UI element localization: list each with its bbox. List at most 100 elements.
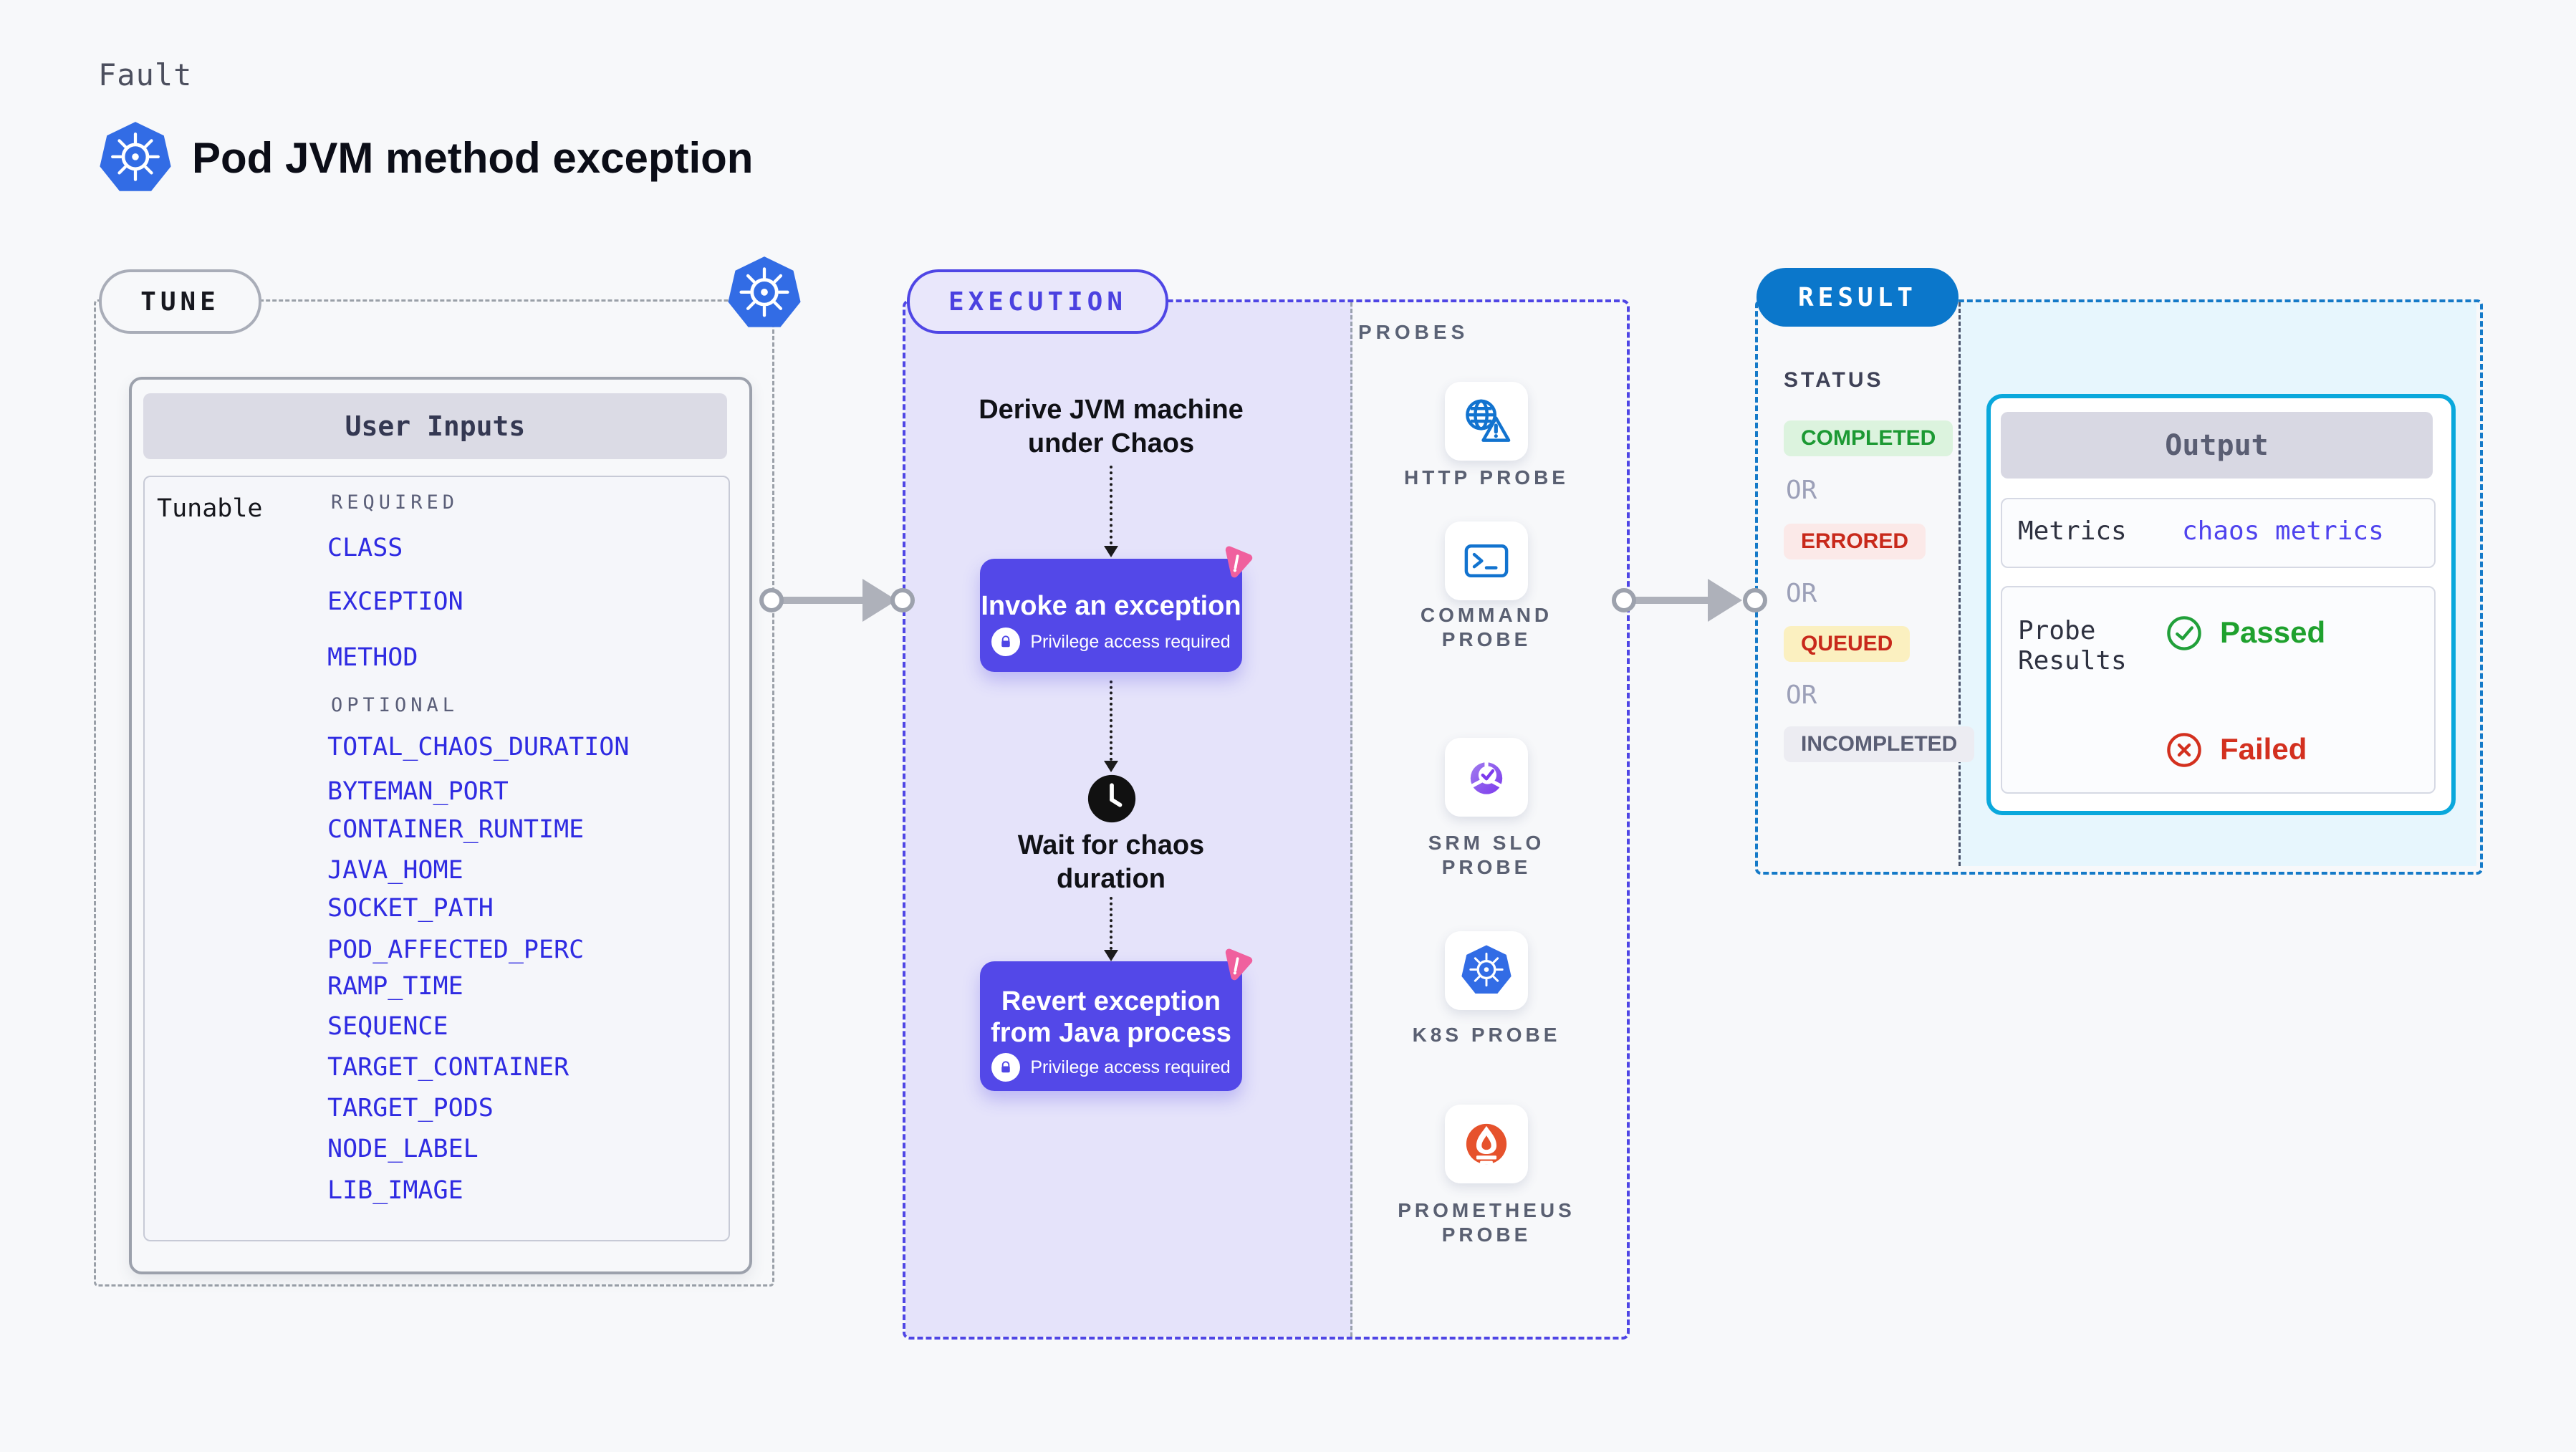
revert-exception-node: Revert exception from Java process Privi…	[980, 961, 1242, 1091]
arrow-head	[1708, 579, 1742, 622]
probe-results-line: Probe	[2018, 616, 2096, 645]
user-inputs-title: User Inputs	[143, 393, 727, 459]
tunable-item: POD_AFFECTED_PERC	[327, 936, 585, 964]
connector-ring	[759, 588, 784, 612]
wait-step-label: Wait for chaos duration	[925, 829, 1297, 896]
tunable-item: BYTEMAN_PORT	[327, 777, 509, 806]
flow-arrow-head	[1104, 761, 1118, 772]
prometheus-probe-icon	[1460, 1117, 1513, 1170]
status-badge-queued: QUEUED	[1784, 626, 1911, 662]
or-label: OR	[1786, 579, 1817, 608]
status-badge-completed: COMPLETED	[1784, 420, 1953, 456]
tunable-item: CLASS	[327, 534, 403, 562]
privilege-note: Privilege access required	[1030, 1057, 1231, 1077]
kubernetes-icon	[726, 255, 803, 332]
tunable-item: EXCEPTION	[327, 587, 463, 616]
connector-ring	[1743, 588, 1767, 612]
lock-icon	[991, 1053, 1021, 1082]
prometheus-probe-label: PROMETHEUS PROBE	[1379, 1198, 1594, 1247]
flow-arrow-head	[1104, 950, 1118, 961]
connector-ring	[1612, 588, 1636, 612]
tunable-item: TOTAL_CHAOS_DURATION	[327, 733, 630, 761]
srm-slo-probe-label: SRM SLO PROBE	[1379, 831, 1594, 880]
metrics-label: Metrics	[2018, 516, 2127, 546]
http-probe-label: HTTP PROBE	[1404, 466, 1569, 489]
execution-section-box	[903, 299, 1630, 1340]
flow-dotted-arrow	[1110, 466, 1112, 544]
output-title: Output	[2001, 412, 2433, 479]
command-probe-icon	[1460, 534, 1513, 587]
probe-label-line: PROBE	[1441, 856, 1532, 878]
prometheus-probe-card	[1445, 1105, 1528, 1183]
status-heading: STATUS	[1784, 368, 1884, 392]
srm-slo-probe-card	[1445, 738, 1528, 817]
invoke-node-title: Invoke an exception	[981, 591, 1241, 621]
tunable-item: METHOD	[327, 643, 418, 672]
derive-line-2: under Chaos	[1027, 428, 1195, 458]
group-heading-required: REQUIRED	[331, 491, 459, 514]
execution-badge: EXECUTION	[907, 269, 1168, 334]
flow-dotted-arrow	[1110, 897, 1112, 950]
probe-label-line: SRM SLO	[1428, 832, 1545, 854]
flow-arrow-head	[1104, 546, 1118, 557]
litmus-chaos-icon	[1219, 544, 1255, 580]
revert-line-1: Revert exception	[1001, 986, 1221, 1016]
tunable-item: SOCKET_PATH	[327, 894, 494, 923]
tune-badge: TUNE	[99, 269, 261, 334]
k8s-probe-icon	[1460, 944, 1513, 997]
k8s-probe-label: K8S PROBE	[1412, 1024, 1561, 1046]
tunable-item: CONTAINER_RUNTIME	[327, 815, 585, 844]
execution-flow-background	[905, 302, 1352, 1337]
litmus-chaos-icon	[1219, 947, 1255, 983]
tune-section-box	[94, 299, 774, 1287]
tunable-item: LIB_IMAGE	[327, 1176, 463, 1205]
result-badge: RESULT	[1756, 268, 1959, 327]
page-title: Pod JVM method exception	[192, 134, 754, 182]
probes-heading: PROBES	[1358, 321, 1469, 343]
tune-to-execution-arrow	[779, 597, 867, 604]
failed-label: Failed	[2220, 732, 2307, 766]
probe-results-line: Results	[2018, 646, 2127, 675]
probe-label-line: PROMETHEUS	[1398, 1199, 1575, 1221]
tunable-item: SEQUENCE	[327, 1012, 448, 1041]
probe-label-line: PROBE	[1441, 1223, 1532, 1246]
clock-icon	[1086, 773, 1138, 824]
execution-to-result-arrow	[1632, 597, 1712, 604]
probe-label-line: COMMAND	[1420, 604, 1553, 626]
tunable-item: NODE_LABEL	[327, 1135, 479, 1163]
probe-results-label: Probe Results	[2018, 616, 2127, 676]
result-section-box	[1755, 299, 2483, 875]
revert-node-title: Revert exception from Java process	[980, 986, 1242, 1049]
wait-line-2: duration	[1057, 864, 1166, 894]
tunable-row-label: Tunable	[157, 494, 263, 523]
revert-line-2: from Java process	[991, 1018, 1231, 1048]
srm-slo-probe-icon	[1460, 751, 1513, 804]
derive-line-1: Derive JVM machine	[979, 395, 1244, 425]
probe-label-line: PROBE	[1441, 628, 1532, 650]
lock-icon	[991, 628, 1021, 656]
http-probe-card	[1445, 382, 1528, 461]
passed-check-icon	[2165, 614, 2203, 653]
tunable-item: TARGET_CONTAINER	[327, 1053, 569, 1082]
wait-line-1: Wait for chaos	[1017, 830, 1205, 860]
status-badge-incompleted: INCOMPLETED	[1784, 726, 1975, 762]
tunable-item: TARGET_PODS	[327, 1094, 494, 1122]
revert-node-note: Privilege access required	[980, 1053, 1242, 1082]
k8s-probe-card	[1445, 931, 1528, 1010]
or-label: OR	[1786, 681, 1817, 710]
kubernetes-icon	[97, 120, 173, 196]
metrics-row	[2001, 498, 2436, 568]
tunable-item: RAMP_TIME	[327, 972, 463, 1001]
invoke-exception-node: Invoke an exception Privilege access req…	[980, 559, 1242, 672]
fault-eyebrow: Fault	[98, 57, 193, 92]
passed-label: Passed	[2220, 615, 2326, 649]
privilege-note: Privilege access required	[1030, 631, 1231, 652]
connector-ring	[890, 588, 915, 612]
http-probe-icon	[1460, 395, 1513, 448]
command-probe-card	[1445, 521, 1528, 600]
failed-x-icon	[2165, 731, 2203, 769]
command-probe-label: COMMAND PROBE	[1379, 603, 1594, 652]
user-inputs-list	[143, 476, 730, 1241]
derive-step-label: Derive JVM machine under Chaos	[925, 393, 1297, 461]
metrics-value: chaos metrics	[2182, 516, 2384, 546]
